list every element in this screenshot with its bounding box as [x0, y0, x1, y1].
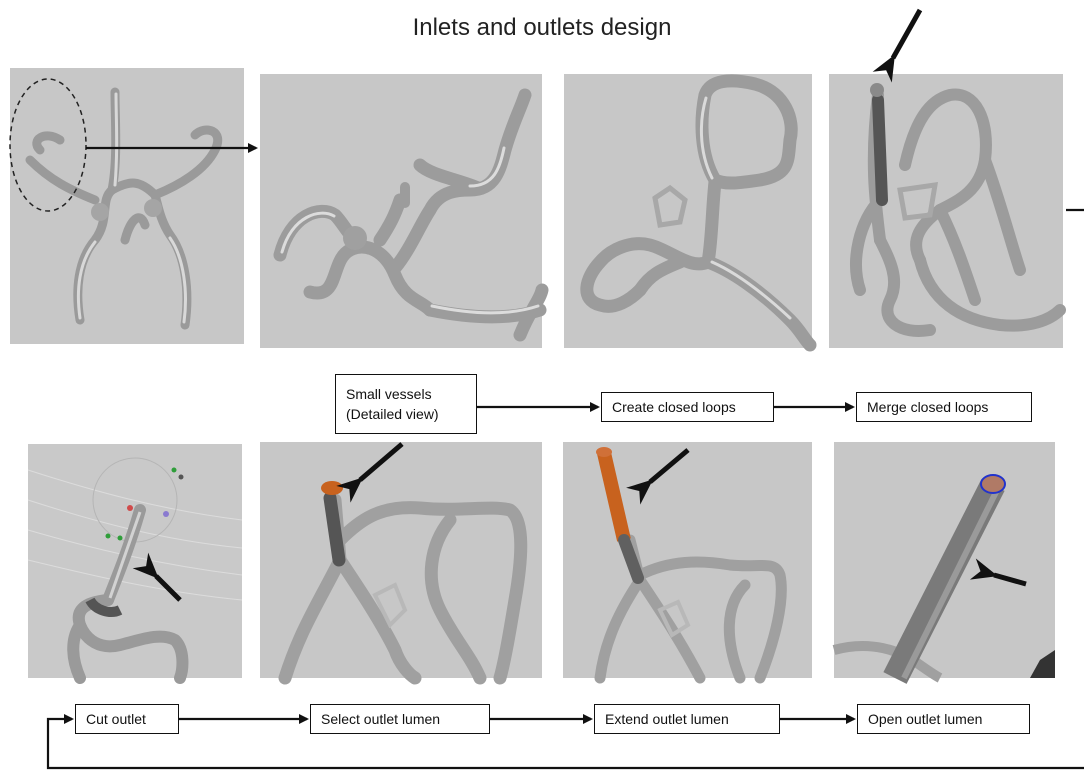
panel-small-vessels: [260, 74, 542, 348]
step-merge-closed-loops: Merge closed loops: [856, 392, 1032, 422]
panel-extend-outlet: [563, 442, 812, 678]
panel-overview: [10, 68, 244, 344]
panel-closed-loops: [564, 74, 812, 348]
step-extend-outlet-lumen: Extend outlet lumen: [594, 704, 780, 734]
step-create-closed-loops: Create closed loops: [601, 392, 774, 422]
panel-cut-outlet: [28, 444, 242, 678]
step-open-outlet-lumen: Open outlet lumen: [857, 704, 1030, 734]
panel-select-outlet: [260, 442, 542, 678]
panel-merged-loops: [829, 74, 1063, 348]
step-cut-outlet: Cut outlet: [75, 704, 179, 734]
step-select-outlet-lumen: Select outlet lumen: [310, 704, 490, 734]
panel-open-outlet: [834, 442, 1055, 678]
step-small-vessels: Small vessels (Detailed view): [335, 374, 477, 434]
